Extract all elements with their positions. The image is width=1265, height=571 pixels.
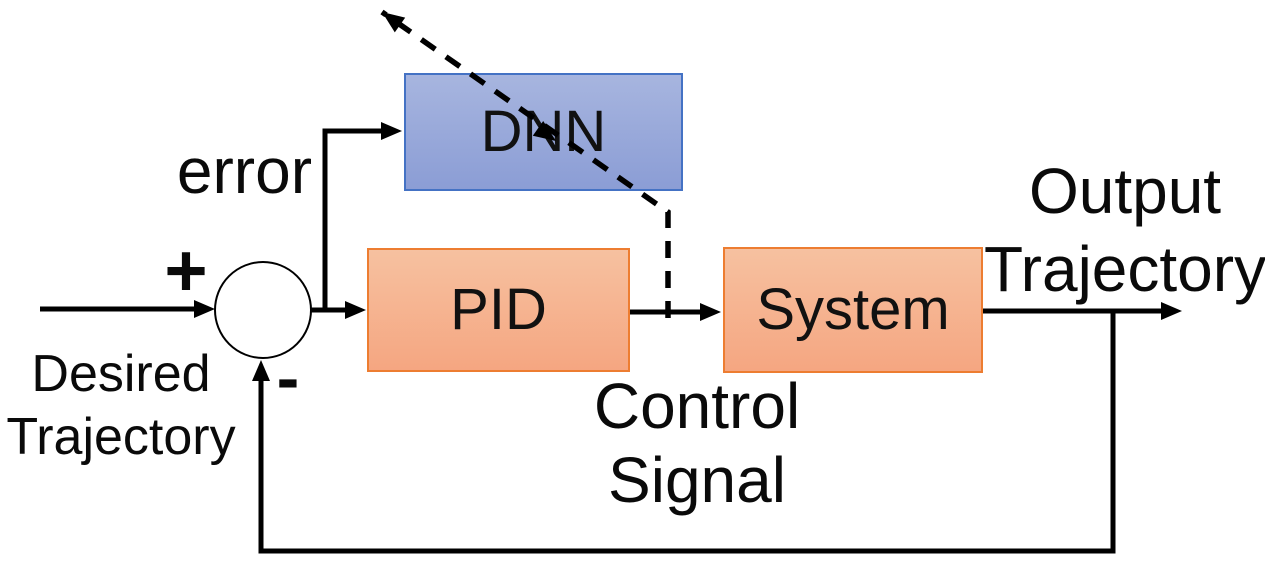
output-trajectory-line1: Output [1028, 155, 1222, 227]
output-trajectory-line2: Trajectory [983, 233, 1265, 305]
desired-trajectory-line2: Trajectory [6, 408, 236, 466]
pid-block: PID [367, 248, 630, 372]
control-signal-label: Control Signal [552, 369, 842, 517]
pid-to-system-arrow [630, 303, 721, 321]
control-signal-line2: Signal [608, 444, 786, 516]
control-signal-line1: Control [593, 370, 801, 442]
output-trajectory-label: Output Trajectory [980, 152, 1265, 308]
desired-trajectory-label: Desired Trajectory [0, 343, 244, 469]
desired-trajectory-line1: Desired [31, 345, 211, 403]
dnn-dashed-arrowhead-top [382, 12, 406, 33]
minus-sign: - [276, 340, 300, 416]
pid-label: PID [450, 277, 547, 342]
dnn-block: DNN [404, 73, 683, 191]
system-block: System [723, 247, 983, 373]
sum-to-pid-arrow [311, 301, 366, 319]
system-label: System [756, 277, 950, 342]
dnn-label: DNN [480, 99, 607, 164]
error-label: error [176, 135, 312, 207]
plus-sign: + [164, 229, 208, 312]
